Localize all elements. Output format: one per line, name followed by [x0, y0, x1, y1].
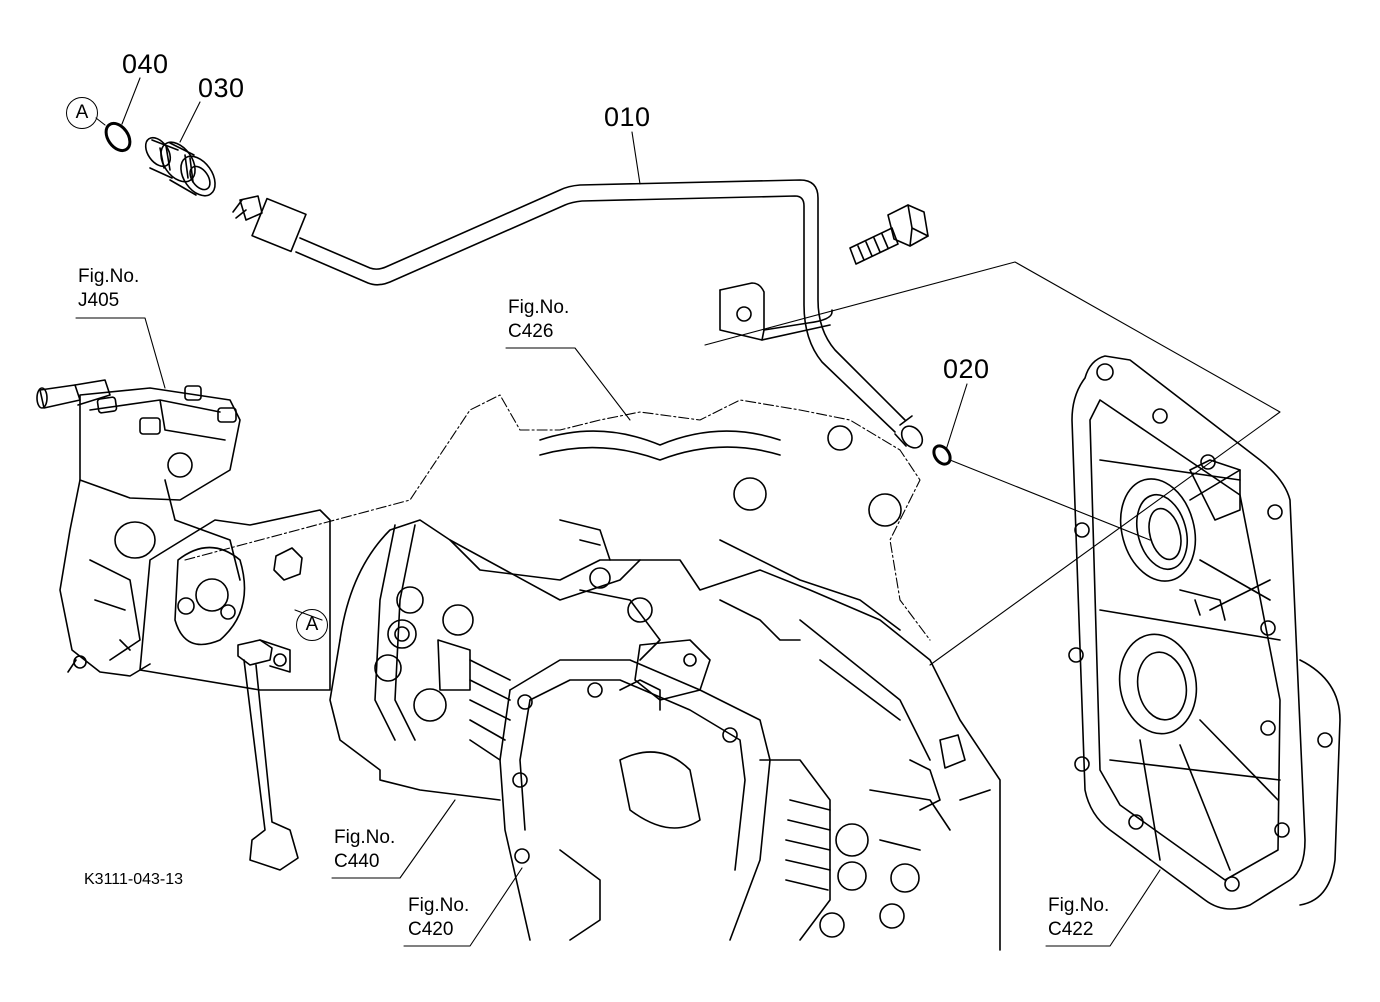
bolt — [849, 204, 929, 265]
transmission-case — [184, 394, 1001, 951]
figure-ref-c422-line2: C422 — [1048, 919, 1094, 940]
figure-ref-c420-line2: C420 — [408, 919, 454, 940]
part-label-030: 030 — [198, 73, 245, 103]
figure-ref-c440-line1: Fig.No. — [334, 827, 396, 848]
figure-ref-c420: Fig.No. C420 — [408, 894, 469, 942]
pipe-010 — [232, 179, 924, 449]
figure-ref-c420-line1: Fig.No. — [408, 895, 470, 916]
mounting-plate — [139, 509, 331, 871]
diagram-code: K3111-043-13 — [84, 871, 184, 888]
marker-a-top: A — [66, 97, 98, 129]
figure-ref-j405: Fig.No. J405 — [78, 265, 139, 313]
fitting-030 — [144, 136, 216, 197]
figure-ref-c440: Fig.No. C440 — [334, 826, 395, 874]
figure-ref-c426-line2: C426 — [508, 321, 554, 342]
pipe-bracket — [719, 282, 833, 341]
rear-cover-c422 — [1068, 355, 1341, 910]
guide-lines — [95, 117, 1281, 666]
marker-a-middle: A — [296, 609, 328, 641]
gear-case-c420 — [499, 659, 771, 941]
o-ring-040 — [104, 121, 132, 153]
figure-ref-c422-line1: Fig.No. — [1048, 895, 1110, 916]
figure-ref-c440-line2: C440 — [334, 851, 380, 872]
figure-ref-c426-line1: Fig.No. — [508, 297, 570, 318]
part-label-010: 010 — [604, 102, 651, 132]
o-ring-020 — [932, 444, 952, 466]
figure-ref-c422: Fig.No. C422 — [1048, 894, 1109, 942]
figure-ref-j405-line2: J405 — [78, 290, 120, 311]
pump-assembly — [36, 379, 241, 677]
leader-lines — [75, 77, 1161, 947]
part-label-040: 040 — [122, 49, 169, 79]
figure-ref-j405-line1: Fig.No. — [78, 266, 140, 287]
part-label-020: 020 — [943, 354, 990, 384]
figure-ref-c426: Fig.No. C426 — [508, 296, 569, 344]
lower-gears — [759, 759, 951, 941]
